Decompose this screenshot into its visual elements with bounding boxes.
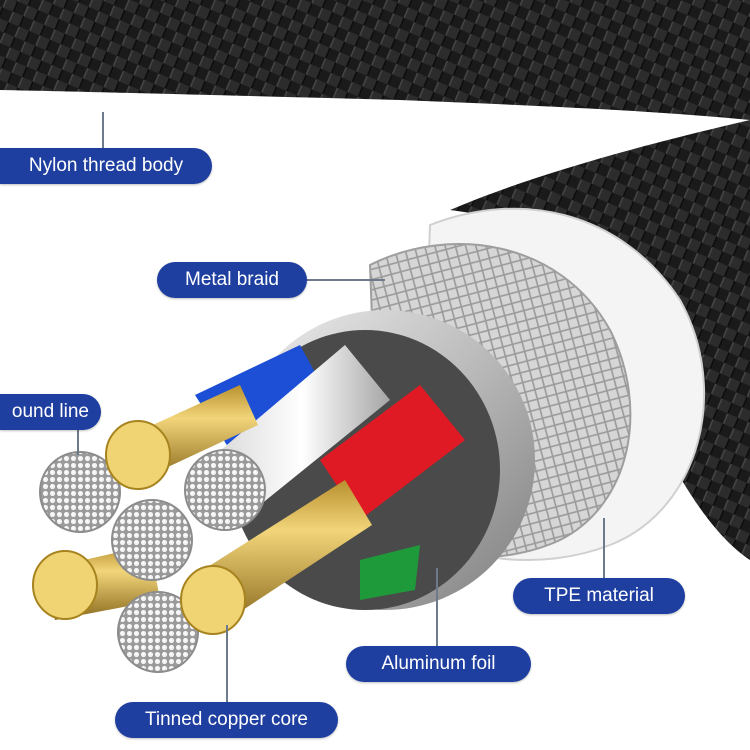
label-aluminum-foil: Aluminum foil [346, 646, 531, 682]
label-ground-line: ound line [0, 394, 101, 430]
strand-bundle-1 [39, 451, 121, 533]
red-wire [320, 385, 465, 520]
gold-cap-left [32, 550, 98, 620]
gold-cap-center [180, 565, 246, 635]
label-nylon-thread-body: Nylon thread body [0, 148, 212, 184]
label-metal-braid: Metal braid [157, 262, 307, 298]
label-tinned-copper-core: Tinned copper core [115, 702, 338, 738]
green-wire [360, 545, 420, 600]
silver-wire-back [215, 345, 390, 505]
strand-bundle-2 [184, 449, 266, 531]
gold-cap-top [105, 420, 171, 490]
strand-bundle-4 [117, 591, 199, 673]
nylon-cable-top [0, 0, 750, 120]
strand-bundle-3 [111, 499, 193, 581]
label-tpe-material: TPE material [513, 578, 685, 614]
